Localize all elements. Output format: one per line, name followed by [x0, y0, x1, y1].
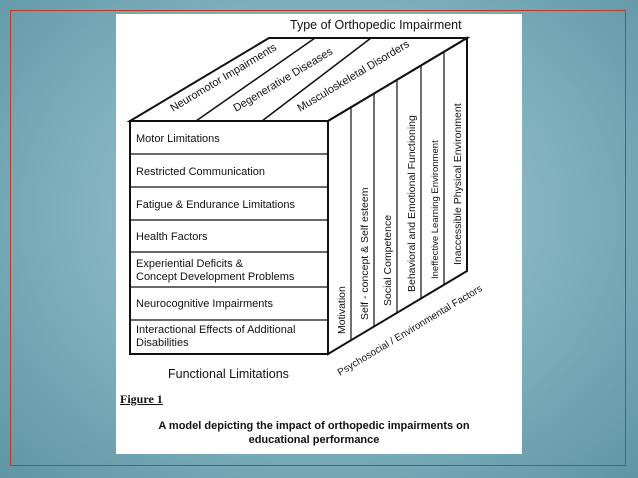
psychosocial-factors: Motivation Self - concept & Self esteem …: [336, 103, 464, 334]
impairment-type-label: Neuromotor Impairments: [168, 41, 279, 114]
limitation-label: Concept Development Problems: [136, 271, 295, 283]
factor-label: Inaccessible Physical Environment: [452, 103, 464, 265]
limitation-label: Interactional Effects of Additional: [136, 324, 295, 336]
cube-diagram: Type of Orthopedic Impairment Neuromotor…: [126, 18, 484, 381]
figure-label: Figure 1: [120, 392, 163, 406]
factor-label: Ineffective Learning Environment: [430, 140, 441, 279]
limitation-label: Disabilities: [136, 337, 189, 349]
factor-label: Social Competence: [382, 215, 394, 306]
limitation-label: Fatigue & Endurance Limitations: [136, 199, 295, 211]
impairment-type-label: Musculoskeletal Disorders: [295, 38, 412, 115]
top-divider: [195, 37, 316, 122]
limitation-label: Motor Limitations: [136, 133, 220, 145]
top-divider: [261, 37, 372, 122]
figure-caption: A model depicting the impact of orthoped…: [128, 419, 500, 447]
factor-label: Motivation: [336, 286, 348, 334]
slide-frame: [10, 10, 626, 466]
functional-limitations: Motor Limitations Restricted Communicati…: [136, 133, 295, 349]
side-dividers: [350, 52, 445, 340]
functional-limitations-label: Functional Limitations: [168, 367, 289, 381]
caption-line: educational performance: [248, 434, 380, 446]
figure-scan: Type of Orthopedic Impairment Neuromotor…: [116, 14, 522, 454]
limitation-label: Restricted Communication: [136, 166, 265, 178]
limitation-label: Health Factors: [136, 231, 208, 243]
limitation-label: Experiential Deficits &: [136, 258, 244, 270]
front-dividers: [130, 153, 328, 321]
impairment-type-title: Type of Orthopedic Impairment: [290, 18, 462, 32]
limitation-label: Neurocognitive Impairments: [136, 298, 273, 310]
factor-label: Behavioral and Emotional Functioning: [406, 115, 418, 292]
factor-label: Self - concept & Self esteem: [359, 187, 371, 320]
top-dividers: [195, 37, 372, 122]
caption-line: A model depicting the impact of orthoped…: [158, 420, 470, 432]
